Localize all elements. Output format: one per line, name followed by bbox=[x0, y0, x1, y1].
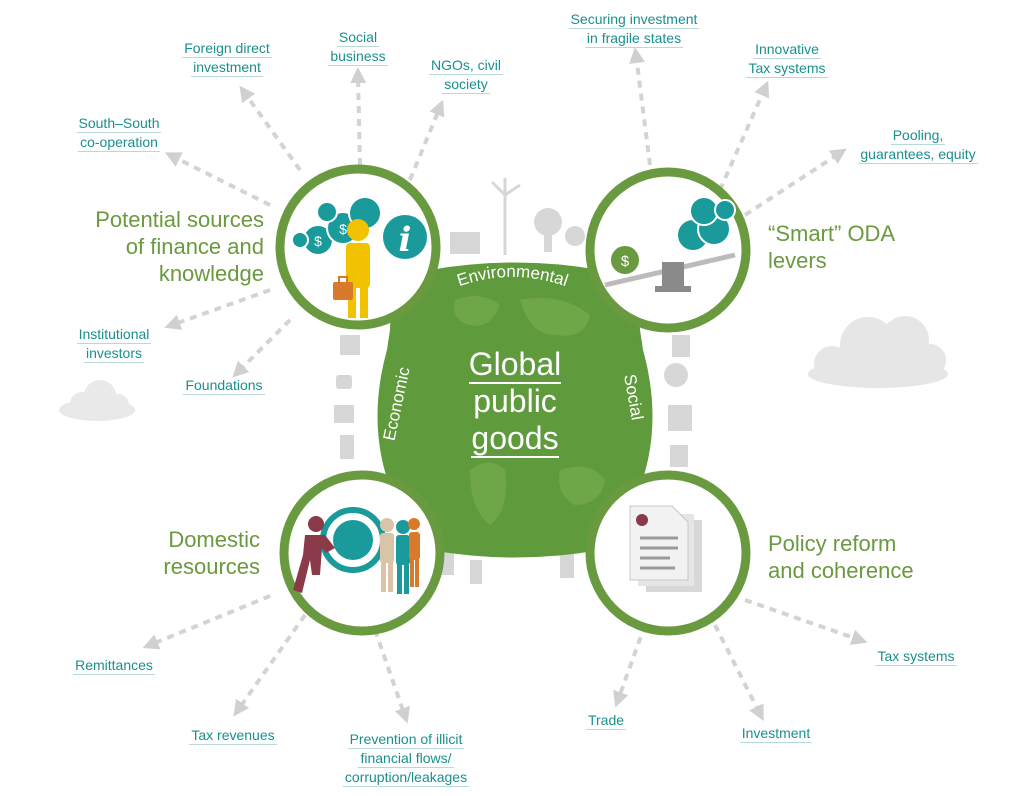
people-pushing-coin-icon bbox=[293, 507, 420, 594]
center-title: Global public goods bbox=[440, 346, 590, 458]
heading-smart-oda: “Smart” ODA levers bbox=[768, 221, 896, 273]
label-foundations: Foundations bbox=[183, 377, 265, 395]
label-investment: Investment bbox=[739, 725, 813, 743]
heading-policy-reform: Policy reform and coherence bbox=[768, 531, 914, 583]
cloud-icon-right bbox=[808, 316, 948, 388]
svg-text:$: $ bbox=[314, 233, 322, 249]
person-icon bbox=[346, 219, 370, 318]
cloud-icon-left bbox=[59, 380, 135, 421]
svg-text:$: $ bbox=[621, 253, 630, 270]
label-tax-revenues: Tax revenues bbox=[189, 727, 277, 745]
center-line-2: public bbox=[473, 383, 557, 419]
svg-text:i: i bbox=[399, 220, 412, 260]
globe-arm-left bbox=[377, 325, 440, 500]
center-line-3: goods bbox=[471, 420, 559, 458]
label-remittances: Remittances bbox=[73, 657, 155, 675]
center-line-1: Global bbox=[468, 346, 562, 384]
globe-arm-right bbox=[590, 325, 653, 500]
world-map-icon bbox=[454, 296, 605, 525]
heading-potential-sources: Potential sources of finance and knowled… bbox=[95, 207, 264, 286]
document-icon bbox=[629, 505, 702, 592]
briefcase-icon bbox=[333, 276, 353, 300]
label-pooling: Pooling,guarantees, equity bbox=[858, 127, 978, 164]
label-tax-systems: Tax systems bbox=[875, 648, 957, 666]
info-icon: i bbox=[383, 215, 427, 260]
svg-text:$: $ bbox=[339, 221, 347, 237]
label-trade: Trade bbox=[585, 712, 627, 730]
seesaw-icon: $ bbox=[604, 196, 736, 292]
arrows bbox=[142, 47, 868, 724]
coins-icon: $ $ bbox=[291, 196, 382, 256]
heading-domestic-resources: Domestic resources bbox=[163, 527, 260, 579]
